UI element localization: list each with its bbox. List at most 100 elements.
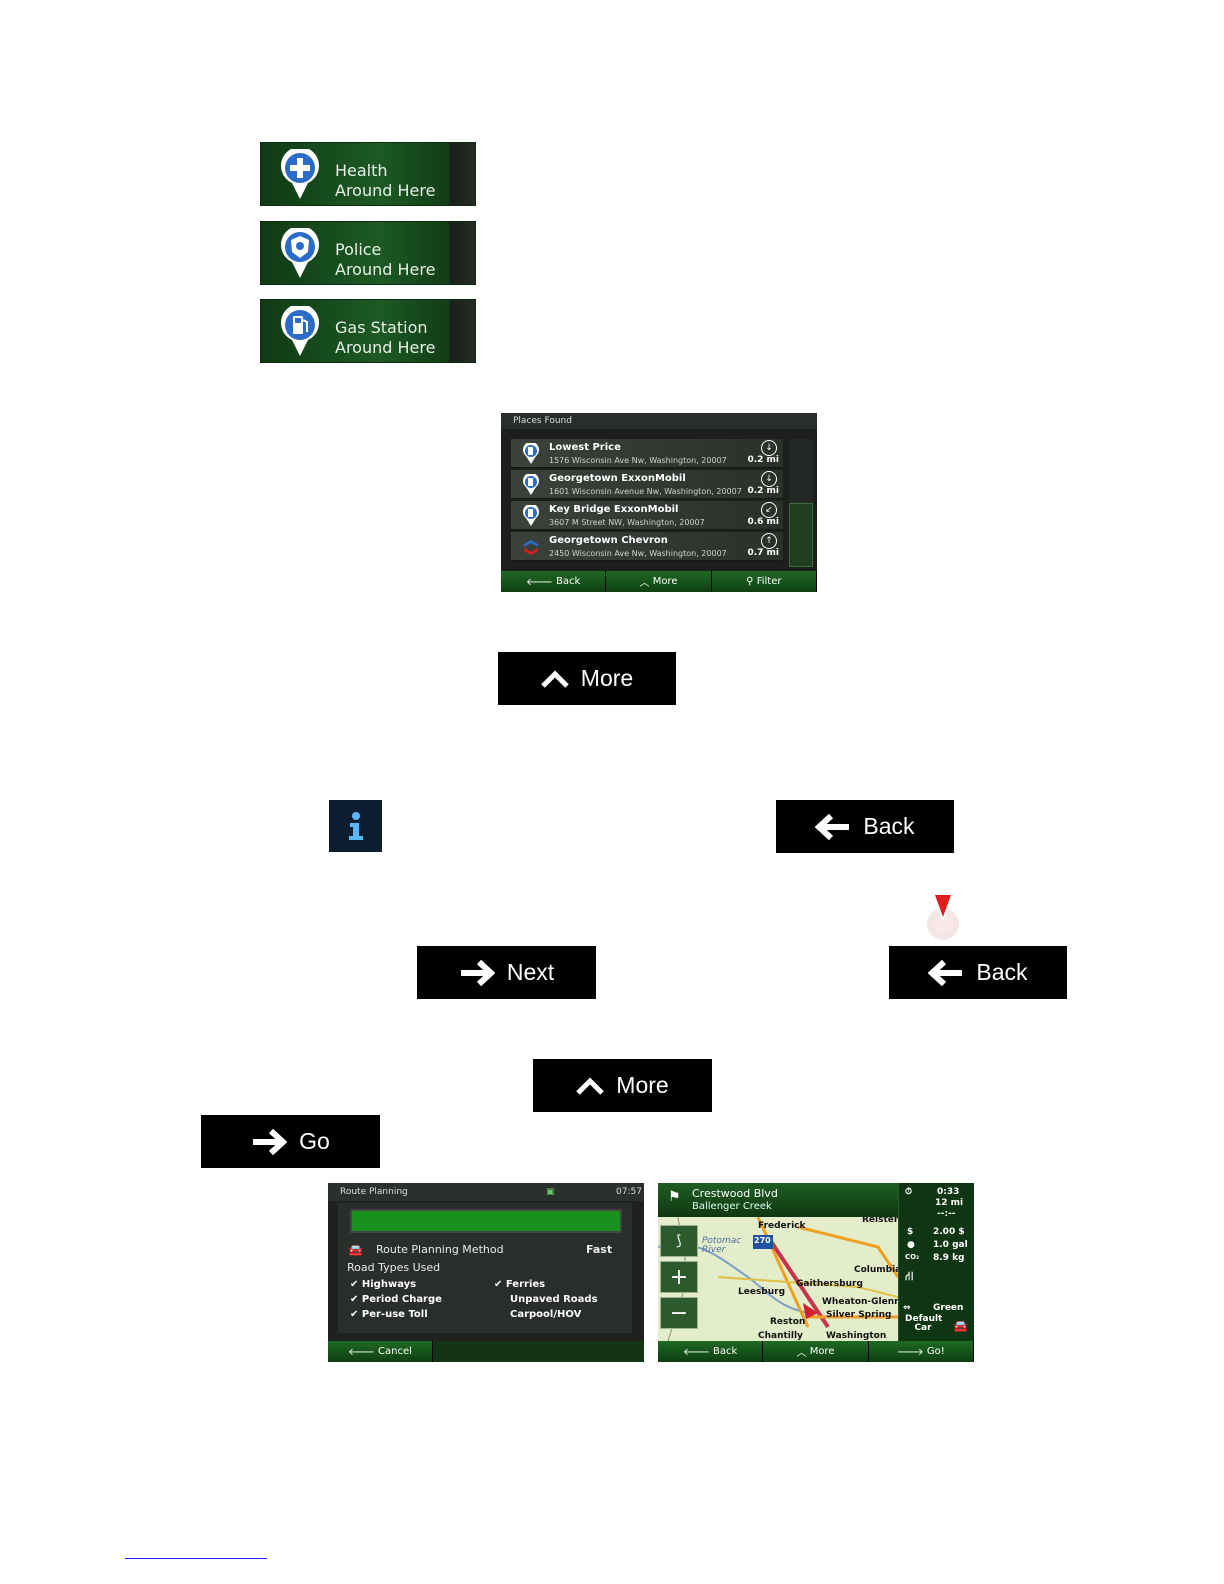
chevron-up-icon [541,669,569,688]
map-roads [658,1217,898,1341]
place-distance: 0.7 mi [747,548,779,558]
gps-icon: ▣ [546,1187,555,1197]
back-button[interactable]: Back [889,946,1067,999]
scroll-thumb[interactable] [789,503,813,567]
category-label-line1: Police [335,240,382,259]
place-name: Key Bridge ExxonMobil [549,504,679,515]
road-type-item: Unpaved Roads [510,1294,598,1305]
cost-icon: $ [907,1227,914,1237]
more-button-label: More [616,1072,669,1098]
city-label: Wheaton-Glenm [822,1297,904,1307]
route-planning-panel: 🚘 Route Planning Method Fast Road Types … [338,1203,632,1333]
map-pin-marker-icon [927,892,959,940]
more-button-label: More [580,665,634,691]
back-button-label: Back [863,813,915,839]
route-distance: 12 mi [935,1198,964,1208]
gas-pump-icon [281,306,319,356]
chevron-up-icon: ︿ [796,1348,810,1359]
route-map-screen: 270 Frederick Reisters Potomac River Col… [658,1183,974,1362]
route-eta: --:-- [937,1209,956,1219]
place-row[interactable]: Key Bridge ExxonMobil 3607 M Street NW, … [511,501,783,530]
map-more-button[interactable]: ︿ More [763,1341,869,1362]
arrow-right-icon [460,959,495,986]
category-label-line1: Gas Station [335,318,428,337]
city-label: Chantilly [758,1331,803,1341]
minus-icon: − [669,1300,689,1326]
map-back-button[interactable]: 🡐 Back [658,1341,764,1362]
zoom-out-button[interactable]: − [660,1297,698,1329]
place-name: Georgetown ExxonMobil [549,473,686,484]
road-type-item: ✔ Highways [350,1279,417,1290]
city-label: Frederick [758,1221,806,1231]
clock-time: 07:57 [616,1187,642,1197]
chevron-up-icon: ︿ [639,578,653,589]
places-found-toolbar: 🡐 Back ︿ More ⚲ Filter [501,571,817,592]
place-address: 3607 M Street NW, Washington, 20007 [549,518,705,527]
info-icon[interactable] [329,800,382,852]
route-planning-header: Route Planning ▣ 07:57 [328,1183,644,1201]
place-address: 1576 Wisconsin Ave Nw, Washington, 20007 [549,456,727,465]
next-button[interactable]: Next [417,946,596,999]
route-summary-panel: ⏱ 0:33 12 mi --:-- $ 2.00 $ ● 1.0 gal CO… [898,1183,974,1341]
gas-station-pin-icon [523,505,539,526]
place-row[interactable]: Georgetown Chevron 2450 Wisconsin Ave Nw… [511,532,783,561]
cancel-button[interactable]: 🡐 Cancel [328,1341,433,1362]
more-button[interactable]: More [533,1059,712,1112]
arrow-left-icon [928,959,963,986]
highway-icon: ⛙ [905,1269,914,1283]
places-found-header: Places Found [501,413,817,429]
route-co2: 8.9 kg [933,1253,965,1263]
vehicle-type: Default Car [905,1314,943,1333]
arrow-left-icon: 🡐 [526,576,557,588]
place-name: Georgetown Chevron [549,535,668,546]
route-fuel: 1.0 gal [933,1240,968,1250]
city-label: Washington [826,1331,887,1341]
place-row[interactable]: Lowest Price 1576 Wisconsin Ave Nw, Wash… [511,439,783,468]
chevron-up-icon [576,1076,605,1095]
checkered-flag-icon: ⚑ [668,1189,681,1205]
road-type-item: Carpool/HOV [510,1309,582,1320]
health-around-here-button[interactable]: Health Around Here [260,142,476,206]
map-layers-button[interactable]: ⟆ [660,1225,698,1257]
route-method-label: Route Planning Method [376,1243,504,1256]
road-type-item: ✔ Per-use Toll [350,1309,428,1320]
more-button[interactable]: More [498,652,676,705]
next-button-label: Next [506,959,555,985]
co2-label: CO₂ [905,1253,920,1261]
category-label-line2: Around Here [335,338,436,357]
progress-bar [350,1209,622,1233]
place-row[interactable]: Georgetown ExxonMobil 1601 Wisconsin Ave… [511,470,783,499]
places-filter-button[interactable]: ⚲ Filter [711,571,817,592]
police-around-here-button[interactable]: Police Around Here [260,221,476,285]
river-label: Potomac River [702,1236,742,1255]
back-button-label: Back [976,959,1028,985]
category-label-line1: Health [335,161,388,180]
zoom-in-button[interactable]: + [660,1261,698,1293]
place-distance: 0.6 mi [747,517,779,527]
arrow-right-icon [253,1128,288,1155]
street-name: Crestwood Blvd [692,1187,778,1200]
route-type-icon: ⇔ [903,1303,911,1313]
car-icon: 🚘 [348,1243,363,1257]
route-planning-screen: Route Planning ▣ 07:57 🚘 Route Planning … [328,1183,644,1362]
arrow-left-icon: 🡐 [348,1346,379,1358]
go-button-label: Go [299,1128,330,1154]
go-button[interactable]: Go [201,1115,380,1168]
arrow-left-icon [815,813,850,840]
places-found-screen: Places Found Lowest Price 1576 Wisconsin… [501,413,817,592]
gas-station-pin-icon [523,443,539,464]
scrollbar[interactable] [789,439,813,567]
road-icon: ⟆ [676,1233,682,1249]
back-button[interactable]: Back [776,800,954,853]
timer-icon: ⏱ [905,1187,913,1197]
fuel-icon: ● [907,1240,915,1250]
places-back-button[interactable]: 🡐 Back [501,571,607,592]
place-name: Lowest Price [549,442,621,453]
search-icon: ⚲ [746,576,757,587]
places-more-button[interactable]: ︿ More [606,571,712,592]
map-go-button[interactable]: 🡒 Go! [868,1341,974,1362]
route-planning-title: Route Planning [340,1187,408,1197]
map-view[interactable]: 270 Frederick Reisters Potomac River Col… [658,1215,904,1341]
road-types-label: Road Types Used [347,1261,441,1274]
gas-station-around-here-button[interactable]: Gas Station Around Here [260,299,476,363]
